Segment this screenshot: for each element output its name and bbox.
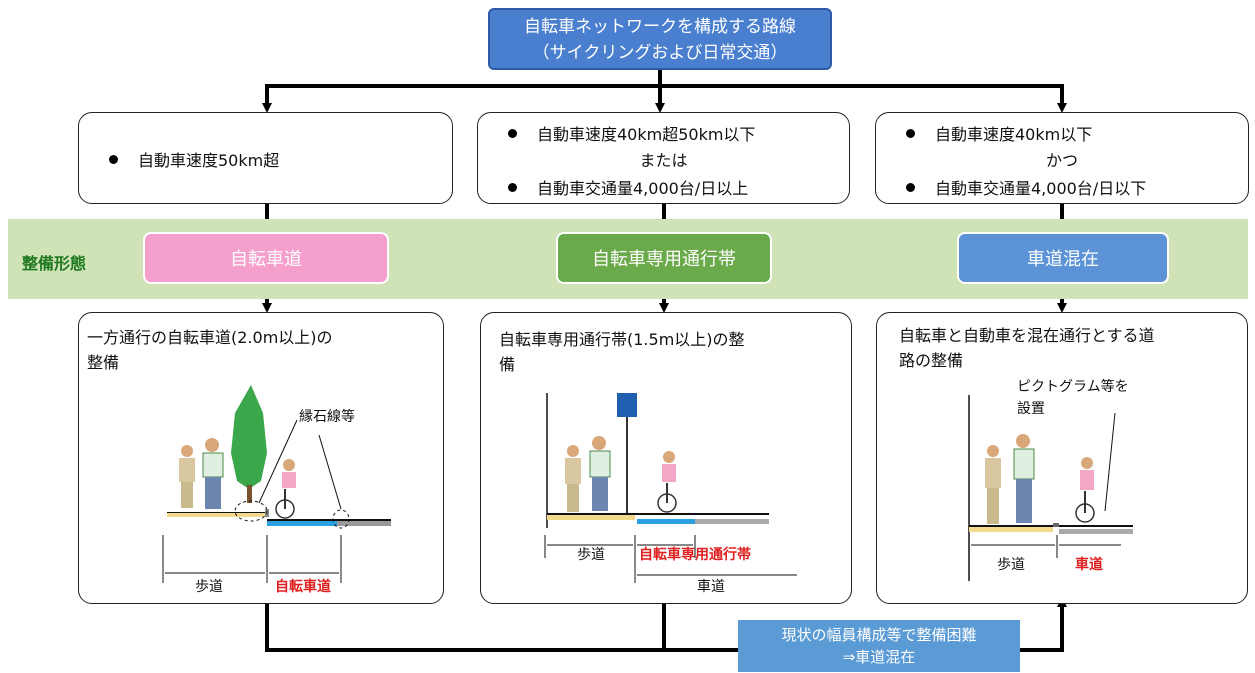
condition-2-item-1: 自動車速度40km超50km以下 [508, 121, 755, 145]
condition-1-item: 自動車速度50km超 [109, 147, 279, 171]
bicycle-path-label: 自転車道 [275, 579, 331, 595]
pictogram-callout-line2: 設置 [1017, 401, 1045, 417]
form-mixed-traffic: 車道混在 [957, 232, 1169, 284]
detail-3-line1: 自転車と自動車を混在通行とする道 [899, 326, 1155, 345]
condition-3-item-2: 自動車交通量4,000台/日以下 [906, 175, 1146, 199]
difficulty-note: 現状の幅員構成等で整備困難 ⇒車道混在 [738, 620, 1020, 672]
pictogram-callout-line1: ピクトグラム等を [1017, 379, 1129, 395]
detail-2-line1: 自転車専用通行帯(1.5m以上)の整 [499, 330, 745, 349]
detail-box-3: 自転車と自動車を混在通行とする道 路の整備 ピクトグラム等を 設置 歩道 車道 [876, 312, 1248, 604]
sidewalk-label: 歩道 [577, 547, 605, 563]
bullet-icon [109, 155, 118, 164]
bullet-icon [508, 129, 517, 138]
tree-icon [231, 385, 267, 489]
condition-2-or: または [639, 151, 688, 170]
pedestrian-icon [202, 438, 224, 509]
condition-3-and: かつ [1045, 151, 1078, 170]
mixed-traffic-illustration [968, 395, 1133, 581]
network-route-box: 自転車ネットワークを構成する路線 （サイクリングおよび日常交通） [488, 8, 832, 70]
detail-2-line2: 備 [499, 355, 516, 374]
condition-box-2: 自動車速度40km超50km以下 または 自動車交通量4,000台/日以上 [477, 112, 850, 204]
form-bicycle-lane: 自転車専用通行帯 [556, 232, 772, 284]
lane-sign-icon [617, 393, 637, 417]
form-bicycle-path: 自転車道 [143, 232, 389, 284]
roadway-label: 車道 [697, 579, 725, 595]
curb-line-callout: 縁石線等 [299, 409, 355, 425]
pedestrian-icon [1013, 434, 1035, 523]
sidewalk-label: 歩道 [997, 557, 1025, 573]
roadway-label: 車道 [1075, 557, 1103, 573]
bicycle-lane-label: 自転車専用通行帯 [639, 547, 751, 563]
detail-1-line2: 整備 [87, 353, 120, 372]
condition-3-item-1: 自動車速度40km以下 [906, 121, 1092, 145]
bullet-icon [508, 183, 517, 192]
bullet-icon [906, 129, 915, 138]
bullet-icon [906, 183, 915, 192]
difficulty-note-line1: 現状の幅員構成等で整備困難 [781, 626, 977, 644]
pedestrian-icon [179, 445, 195, 508]
pedestrian-icon [565, 445, 581, 512]
network-route-title: 自転車ネットワークを構成する路線 [524, 17, 796, 37]
network-route-subtitle: （サイクリングおよび日常交通） [532, 43, 788, 63]
maintenance-form-label: 整備形態 [22, 254, 87, 273]
cyclist-icon [275, 459, 296, 519]
bicycle-path-illustration [162, 385, 391, 583]
detail-box-1: 一方通行の自転車道(2.0m以上)の 整備 [78, 312, 444, 604]
sidewalk-label: 歩道 [195, 579, 223, 595]
cyclist-icon [657, 451, 677, 513]
difficulty-note-line2: ⇒車道混在 [842, 648, 916, 666]
condition-box-1: 自動車速度50km超 [78, 112, 453, 204]
condition-box-3: 自動車速度40km以下 かつ 自動車交通量4,000台/日以下 [875, 112, 1249, 204]
cyclist-icon [1075, 457, 1095, 523]
condition-2-item-2: 自動車交通量4,000台/日以上 [508, 175, 748, 199]
detail-box-2: 自転車専用通行帯(1.5m以上)の整 備 歩道 自転車専用通行帯 車道 [480, 312, 852, 604]
pedestrian-icon [985, 445, 1001, 524]
bicycle-lane-illustration [544, 393, 797, 583]
pedestrian-icon [589, 436, 611, 511]
detail-1-line1: 一方通行の自転車道(2.0m以上)の [87, 328, 333, 347]
detail-3-line2: 路の整備 [899, 351, 964, 370]
